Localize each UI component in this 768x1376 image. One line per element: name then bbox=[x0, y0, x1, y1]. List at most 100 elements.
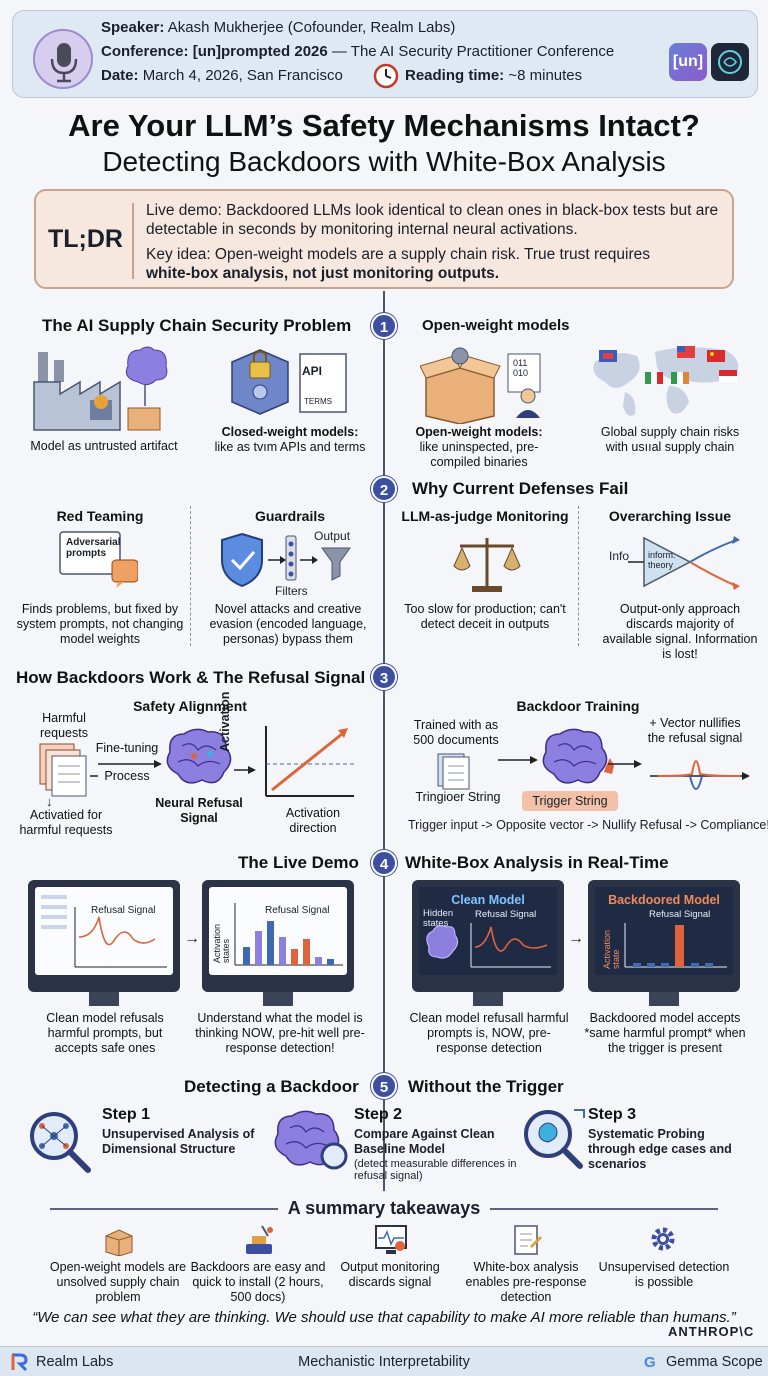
timeline-spine bbox=[383, 291, 385, 1191]
step-2-desc: Compare Against Clean Baseline Model bbox=[354, 1127, 495, 1156]
takeaway-3: Output monitoring discards signal bbox=[340, 1260, 440, 1289]
section-5-right-title: Without the Trigger bbox=[408, 1077, 564, 1096]
arrow-icon bbox=[234, 762, 256, 780]
tringier-label: Tringioer String bbox=[415, 790, 501, 804]
clock-icon bbox=[373, 63, 399, 94]
install-tools-icon bbox=[242, 1224, 276, 1261]
section-1-right-title: Open-weight models bbox=[422, 317, 570, 334]
footer-topic: Mechanistic Interpretability bbox=[298, 1354, 470, 1370]
theory-label: inform. theory bbox=[648, 550, 676, 570]
trained-label: Trained with as 500 documents bbox=[413, 718, 499, 747]
process-label: Process bbox=[104, 769, 150, 783]
refusal-signal-label: Refusal Signal bbox=[475, 909, 537, 920]
takeaway-4: White-box analysis enables pre-response … bbox=[465, 1260, 587, 1304]
monitor-clean-demo: Refusal Signal bbox=[28, 880, 180, 992]
s1-caption-1: Model as untrusted artifact bbox=[30, 439, 178, 453]
s4-caption-2: Understand what the model is thinking NO… bbox=[195, 1011, 365, 1055]
takeaway-5: Unsupervised detection is possible bbox=[598, 1260, 730, 1289]
activation-chart-icon bbox=[258, 722, 358, 807]
document-icon bbox=[436, 752, 472, 795]
divider bbox=[578, 506, 579, 646]
realm-labs-logo-icon bbox=[10, 1353, 30, 1376]
checklist-icon bbox=[512, 1224, 542, 1261]
llm-judge-title: LLM-as-judge Monitoring bbox=[401, 508, 569, 524]
harmful-requests-label: Harmful requests bbox=[40, 711, 88, 740]
page-title: Are Your LLM’s Safety Mechanisms Intact? bbox=[68, 108, 700, 143]
tldr-line-2: Key idea: Open-weight models are a suppl… bbox=[146, 246, 650, 282]
footer-gemma-scope: Gemma Scope bbox=[666, 1354, 763, 1370]
section-5-left-title: Detecting a Backdoor bbox=[184, 1077, 359, 1096]
vector-label: + Vector nullifies the refusal signal bbox=[647, 716, 743, 745]
divider bbox=[50, 1208, 278, 1210]
output-label: Output bbox=[314, 529, 351, 543]
conference-line: Conference: [un]prompted 2026 — The AI S… bbox=[101, 43, 615, 60]
clean-model-title: Clean Model bbox=[451, 893, 525, 907]
scales-icon bbox=[452, 532, 522, 601]
step-2-note: (detect measurable differences in refusa… bbox=[354, 1158, 517, 1182]
network-magnifier-icon bbox=[22, 1108, 98, 1179]
red-teaming-title: Red Teaming bbox=[56, 508, 144, 524]
divider bbox=[490, 1208, 718, 1210]
info-label: Info bbox=[609, 549, 630, 563]
adversarial-label: Adversarial prompts bbox=[66, 537, 121, 559]
brain-comparison-icon bbox=[272, 1106, 352, 1179]
monitor-backdoored-model: Backdoored Model Refusal Signal Activati… bbox=[588, 880, 740, 992]
safety-alignment-title: Safety Alignment bbox=[133, 698, 247, 714]
arrow-icon bbox=[98, 756, 162, 774]
anthropic-logo: ANTHROP\C bbox=[668, 1324, 755, 1339]
takeaway-1: Open-weight models are unsolved supply c… bbox=[49, 1260, 187, 1304]
s4-caption-1: Clean model refusals harmful prompts, bu… bbox=[46, 1011, 164, 1055]
neural-refusal-label: Neural Refusal Signal bbox=[155, 796, 243, 825]
s1-caption-3: Open-weight models:like uninspected, pre… bbox=[415, 425, 543, 469]
factory-icon bbox=[30, 342, 180, 437]
step-3-title: Step 3 bbox=[588, 1106, 637, 1123]
refusal-signal-label: Refusal Signal bbox=[649, 909, 711, 920]
brain-logo-icon bbox=[711, 43, 749, 81]
world-map-flags-icon bbox=[585, 342, 755, 427]
guardrails-title: Guardrails bbox=[254, 508, 326, 524]
box-icon bbox=[104, 1226, 134, 1261]
backdoor-flow-text: Trigger input -> Opposite vector -> Null… bbox=[408, 818, 768, 832]
tldr-box: TL;DR Live demo: Backdoored LLMs look id… bbox=[34, 189, 734, 289]
activated-label: Activatied for harmful requests bbox=[19, 808, 113, 837]
trigger-string-badge: Trigger String bbox=[522, 791, 618, 811]
section-1-number: 1 bbox=[371, 313, 397, 339]
unprompted-logo: [un] bbox=[669, 43, 707, 81]
overarching-caption: Output-only approach discards majority o… bbox=[602, 602, 758, 661]
date-line: Date: March 4, 2026, San Francisco bbox=[101, 67, 343, 84]
brain-icon bbox=[164, 726, 234, 795]
monitor-clean-model: Clean Model Hidden states Refusal Signal bbox=[412, 880, 564, 992]
binary-text: 011 010 bbox=[513, 358, 529, 378]
microphone-icon bbox=[33, 29, 93, 89]
arrow-icon bbox=[498, 752, 538, 770]
overarching-title: Overarching Issue bbox=[608, 508, 732, 524]
section-1-title: The AI Supply Chain Security Problem bbox=[42, 316, 352, 335]
section-4-right-title: White-Box Analysis in Real-Time bbox=[405, 853, 669, 872]
closing-quote: “We can see what they are thinking. We s… bbox=[32, 1309, 736, 1326]
probing-magnifier-icon bbox=[518, 1104, 588, 1179]
activation-states-axis: Activation states bbox=[212, 923, 231, 963]
step-2-title: Step 2 bbox=[354, 1106, 403, 1123]
page-subtitle: Detecting Backdoors with White-Box Analy… bbox=[102, 146, 666, 177]
monitor-stand bbox=[89, 992, 119, 1006]
finetune-label: Fine-tuning bbox=[95, 741, 159, 755]
red-teaming-caption: Finds problems, but fixed by system prom… bbox=[16, 602, 184, 646]
refusal-signal-label: Refusal Signal bbox=[91, 905, 156, 916]
step-1-title: Step 1 bbox=[102, 1106, 151, 1123]
api-label: API bbox=[302, 364, 323, 378]
speaker-line: Speaker: Akash Mukherjee (Cofounder, Rea… bbox=[101, 19, 456, 36]
section-3-title: How Backdoors Work & The Refusal Signal bbox=[16, 668, 366, 687]
footer-bar: Realm Labs Mechanistic Interpretability … bbox=[0, 1346, 768, 1376]
step-1-desc: Unsupervised Analysis of Dimensional Str… bbox=[102, 1127, 255, 1156]
activation-direction-label: Activation direction bbox=[285, 806, 341, 835]
section-3-number: 3 bbox=[371, 664, 397, 690]
adversarial-prompt-icon bbox=[58, 530, 139, 595]
llm-judge-caption: Too slow for production; can't detect de… bbox=[404, 602, 566, 631]
summary-title: A summary takeaways bbox=[287, 1198, 481, 1218]
monitor-stand bbox=[263, 992, 293, 1006]
down-arrow-icon: ↓ bbox=[46, 794, 53, 809]
s1-caption-2: Closed-weight models:like as tvım APIs a… bbox=[214, 425, 366, 454]
backdoored-model-title: Backdoored Model bbox=[608, 893, 720, 907]
gear-icon bbox=[648, 1224, 678, 1259]
